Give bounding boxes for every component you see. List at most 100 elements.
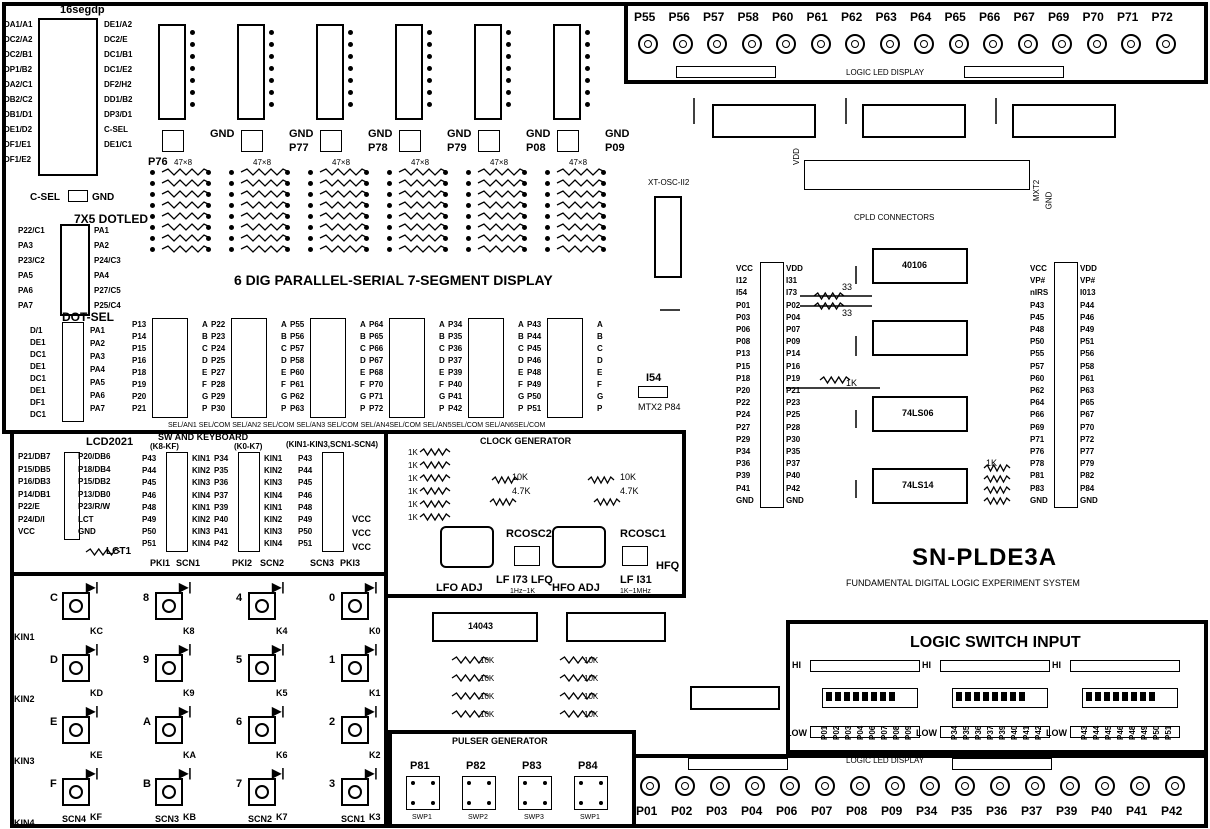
keypad-button[interactable] (248, 592, 276, 620)
resistor (398, 179, 448, 187)
pulser-button[interactable] (406, 776, 440, 810)
pulser-button[interactable] (518, 776, 552, 810)
csel-jumper[interactable] (68, 190, 88, 202)
seg-header[interactable] (468, 318, 504, 418)
keypad-button[interactable] (155, 592, 183, 620)
chip-40106-label: 40106 (902, 260, 928, 270)
pin (269, 102, 274, 107)
led-bottom-header-left[interactable] (688, 758, 788, 770)
switch-low-header[interactable] (810, 726, 920, 738)
keypad-button[interactable] (248, 716, 276, 744)
seg-pin: P72 (369, 404, 384, 413)
pin-label: LCT (78, 514, 94, 524)
switch-hi: HI (922, 660, 931, 670)
keypad-button[interactable] (62, 654, 90, 682)
digit-jumper[interactable] (557, 130, 579, 152)
seg-header[interactable] (389, 318, 425, 418)
key-cap: K0 (369, 626, 381, 636)
kbd-header[interactable] (322, 452, 344, 552)
digit-jumper[interactable] (478, 130, 500, 152)
osc2-res: 10K (480, 674, 495, 683)
pin-label: DC2/E (104, 35, 128, 44)
switch-hi: HI (792, 660, 801, 670)
keypad-button[interactable] (155, 778, 183, 806)
keypad-button[interactable] (341, 778, 369, 806)
hfo-pot[interactable] (552, 526, 606, 568)
key-cap: K1 (369, 688, 381, 698)
res-dot (229, 170, 234, 175)
digit-pins (348, 30, 353, 107)
j-pin-right: VDD (1080, 264, 1097, 273)
kbd-header[interactable] (238, 452, 260, 552)
cpld-long-header[interactable] (804, 160, 1030, 190)
keypad-button[interactable] (341, 592, 369, 620)
switch-hi-header[interactable] (1070, 660, 1180, 672)
seg-header[interactable] (152, 318, 188, 418)
kbd-kin: KIN4 (192, 539, 211, 549)
pulser-button[interactable] (462, 776, 496, 810)
switch-low: LOW (1046, 728, 1067, 738)
dotsel-header[interactable] (62, 322, 84, 422)
dip-switch[interactable] (952, 688, 1048, 708)
dip-switch[interactable] (822, 688, 918, 708)
pulser-button[interactable] (574, 776, 608, 810)
mtx-jumper[interactable] (638, 386, 668, 398)
pin (427, 42, 432, 47)
board-subtitle: FUNDAMENTAL DIGITAL LOGIC EXPERIMENT SYS… (846, 578, 1080, 588)
led-top-header-left[interactable] (676, 66, 776, 78)
j-pin-left: P60 (1030, 373, 1045, 383)
hfq-label: HFQ (656, 560, 680, 572)
keypad-button[interactable] (248, 778, 276, 806)
j3-header[interactable] (1054, 262, 1078, 508)
resistor (319, 234, 369, 242)
res-dot (545, 170, 550, 175)
led-bottom-label: P02 (671, 804, 693, 818)
res-dot (443, 247, 448, 252)
keypad-button[interactable] (62, 716, 90, 744)
seg-letter: G (439, 392, 446, 401)
res-dot (229, 225, 234, 230)
led-top-header-right[interactable] (964, 66, 1064, 78)
keypad-button[interactable] (155, 654, 183, 682)
kbd-kin: KIN4 (264, 490, 283, 500)
rcosc1-jumper[interactable] (622, 546, 648, 566)
dip-switch[interactable] (1082, 688, 1178, 708)
led-bottom-header-right[interactable] (952, 758, 1052, 770)
j2-header[interactable] (760, 262, 784, 508)
keypad-button[interactable] (62, 778, 90, 806)
pin-label: DF1/E1 (4, 140, 32, 149)
digit-jumper[interactable] (241, 130, 263, 152)
rcosc2-label: RCOSC2 (506, 528, 552, 540)
keypad-button[interactable] (341, 716, 369, 744)
resistor (477, 201, 527, 209)
switch-low-header[interactable] (1070, 726, 1180, 738)
i54-label: I54 (646, 372, 662, 384)
key-letter: 0 (329, 592, 336, 604)
keypad-button[interactable] (62, 592, 90, 620)
res-dot (364, 181, 369, 186)
rcosc2-jumper[interactable] (514, 546, 540, 566)
lfo-pot[interactable] (440, 526, 494, 568)
key-letter: 4 (236, 592, 243, 604)
digit-jumper[interactable] (162, 130, 184, 152)
seg-header[interactable] (310, 318, 346, 418)
kin-line-label: KIN3 (14, 756, 35, 766)
digit-jumper[interactable] (320, 130, 342, 152)
switch-low-header[interactable] (940, 726, 1050, 738)
switch-hi-header[interactable] (810, 660, 920, 672)
kbd-header[interactable] (166, 452, 188, 552)
res-dot (364, 192, 369, 197)
led-top-label: P66 (979, 10, 1001, 24)
keypad-button[interactable] (248, 654, 276, 682)
switch-hi-header[interactable] (940, 660, 1050, 672)
kbd-kin: KIN3 (264, 527, 283, 537)
lcd-header[interactable] (64, 452, 80, 540)
digit-jumper[interactable] (399, 130, 421, 152)
resistor (819, 375, 851, 385)
kbd-pin: P46 (298, 490, 313, 500)
seg-header[interactable] (547, 318, 583, 418)
keypad-button[interactable] (155, 716, 183, 744)
seg-header[interactable] (231, 318, 267, 418)
keypad-button[interactable] (341, 654, 369, 682)
res-dot (601, 225, 606, 230)
